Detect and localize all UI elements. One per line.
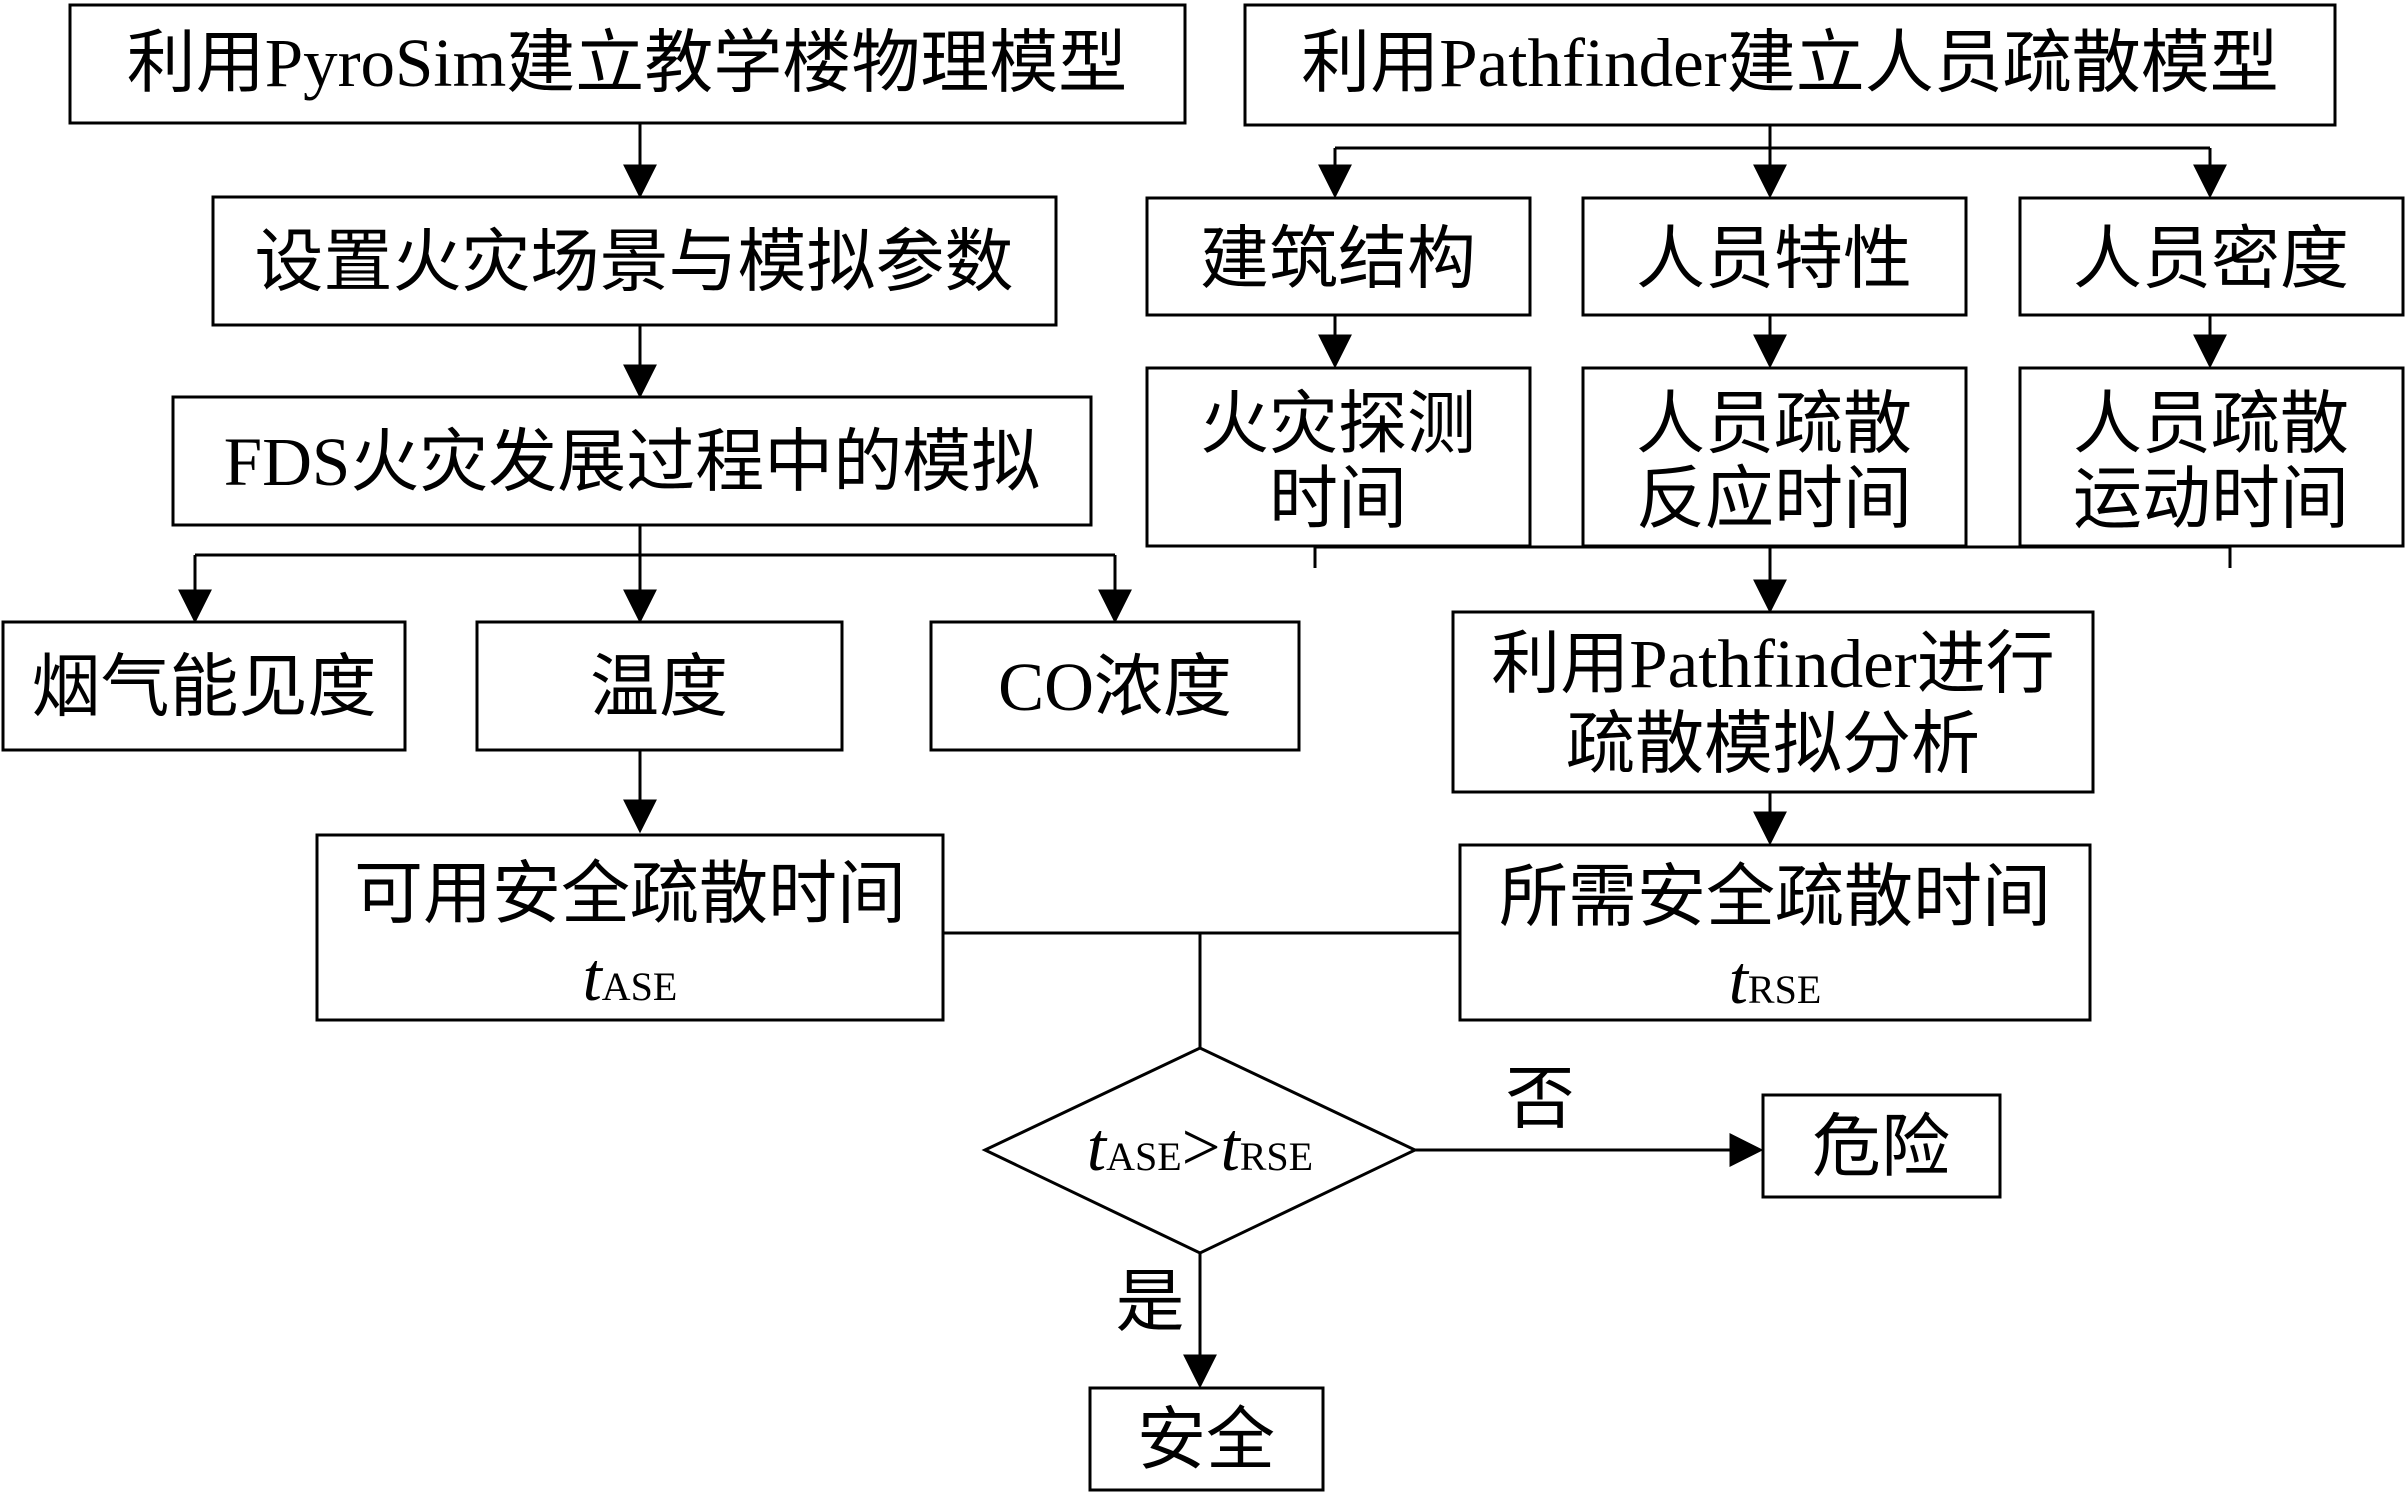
svg-text:人员特性: 人员特性 <box>1636 221 1912 297</box>
svg-text:危险: 危险 <box>1812 1109 1950 1185</box>
svg-text:可用安全疏散时间: 可用安全疏散时间 <box>354 856 906 932</box>
node-fire-detection-time: 火灾探测 时间 <box>1145 366 1532 548</box>
svg-text:设置火灾场景与模拟参数: 设置火灾场景与模拟参数 <box>255 224 1014 300</box>
node-smoke-visibility: 烟气能见度 <box>1 620 407 752</box>
rset-symbol: t <box>1729 942 1750 1018</box>
svg-text:温度: 温度 <box>590 649 728 725</box>
node-pyrosim-model: 利用PyroSim建立教学楼物理模型 <box>68 3 1187 125</box>
svg-text:运动时间: 运动时间 <box>2073 461 2349 537</box>
rset-subscript: RSE <box>1748 967 1821 1012</box>
svg-text:建筑结构: 建筑结构 <box>1200 221 1476 297</box>
node-building-structure: 建筑结构 <box>1145 196 1532 317</box>
svg-text:安全: 安全 <box>1137 1402 1275 1478</box>
svg-text:利用PyroSim建立教学楼物理模型: 利用PyroSim建立教学楼物理模型 <box>127 25 1128 101</box>
aset-symbol: t <box>583 939 604 1015</box>
svg-text:人员疏散: 人员疏散 <box>1636 386 1912 462</box>
svg-text:利用Pathfinder建立人员疏散模型: 利用Pathfinder建立人员疏散模型 <box>1301 25 2278 101</box>
svg-text:CO浓度: CO浓度 <box>998 649 1232 725</box>
node-evacuation-reaction-time: 人员疏散 反应时间 <box>1581 366 1968 548</box>
node-evacuation-movement-time: 人员疏散 运动时间 <box>2018 366 2405 548</box>
node-pathfinder-model: 利用Pathfinder建立人员疏散模型 <box>1243 3 2337 127</box>
svg-text:火灾探测: 火灾探测 <box>1200 386 1476 462</box>
decision-aset-greater-rset: tASE>tRSE <box>981 1046 1419 1255</box>
svg-text:tRSE: tRSE <box>1729 942 1822 1018</box>
svg-text:tASE>tRSE: tASE>tRSE <box>1087 1109 1313 1185</box>
node-personnel-characteristics: 人员特性 <box>1581 196 1968 317</box>
svg-text:烟气能见度: 烟气能见度 <box>32 649 377 725</box>
svg-text:时间: 时间 <box>1269 461 1407 537</box>
node-fire-scene-params: 设置火灾场景与模拟参数 <box>211 195 1058 327</box>
node-aset: 可用安全疏散时间 tASE <box>315 833 945 1022</box>
node-personnel-density: 人员密度 <box>2018 196 2405 317</box>
node-safe: 安全 <box>1088 1386 1325 1492</box>
svg-text:tASE: tASE <box>583 939 678 1015</box>
node-danger: 危险 <box>1761 1093 2002 1199</box>
svg-text:疏散模拟分析: 疏散模拟分析 <box>1566 706 1980 782</box>
edge-label-yes: 是 <box>1116 1264 1185 1340</box>
svg-text:人员密度: 人员密度 <box>2073 221 2349 297</box>
edge-label-no: 否 <box>1506 1061 1575 1137</box>
svg-text:FDS火灾发展过程中的模拟: FDS火灾发展过程中的模拟 <box>224 424 1041 500</box>
svg-text:利用Pathfinder进行: 利用Pathfinder进行 <box>1491 626 2054 702</box>
node-fds-simulation: FDS火灾发展过程中的模拟 <box>171 395 1093 527</box>
svg-text:反应时间: 反应时间 <box>1636 461 1912 537</box>
svg-text:人员疏散: 人员疏散 <box>2073 386 2349 462</box>
node-pathfinder-analysis: 利用Pathfinder进行 疏散模拟分析 <box>1451 610 2095 794</box>
node-temperature: 温度 <box>475 620 844 752</box>
node-rset: 所需安全疏散时间 tRSE <box>1458 843 2092 1022</box>
aset-subscript: ASE <box>602 964 678 1009</box>
node-co-concentration: CO浓度 <box>929 620 1301 752</box>
svg-text:所需安全疏散时间: 所需安全疏散时间 <box>1499 859 2051 935</box>
